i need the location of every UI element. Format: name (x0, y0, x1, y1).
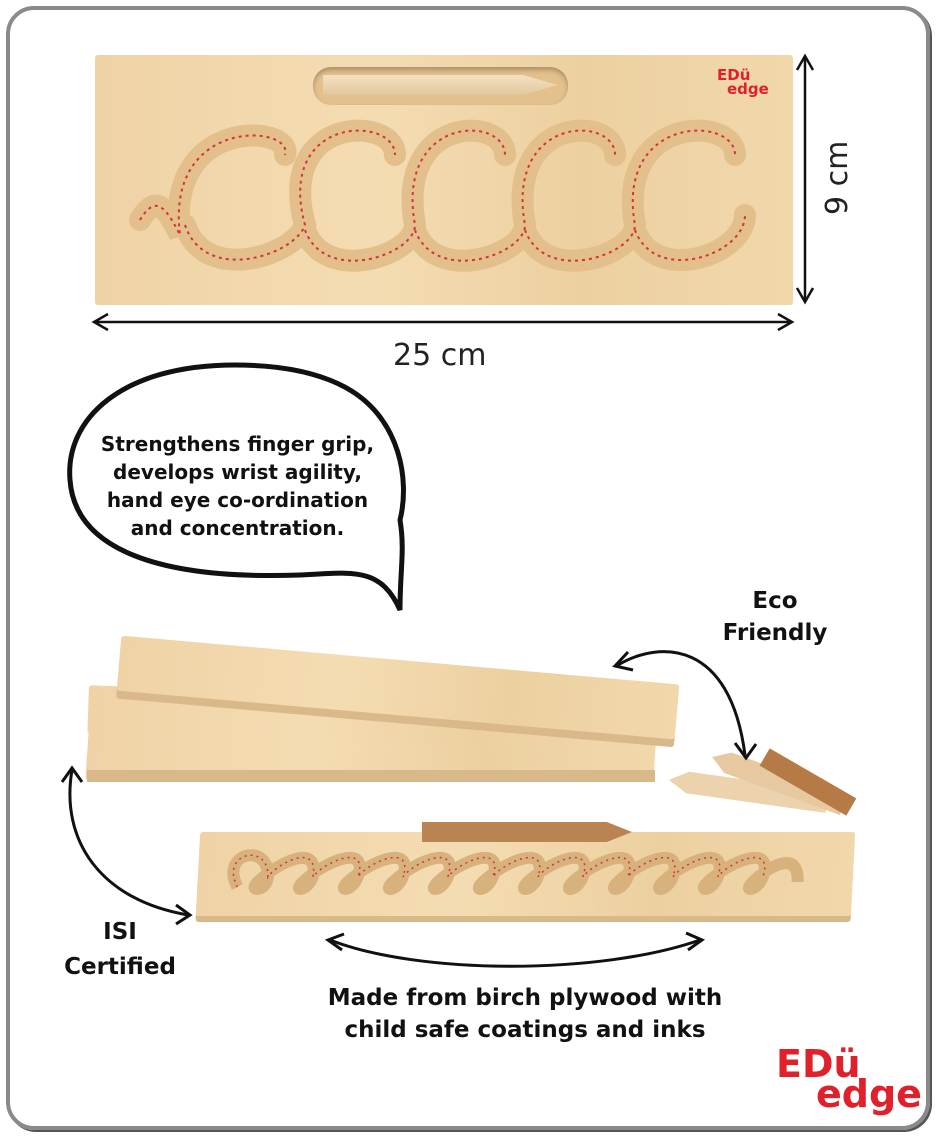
tracing-board-top: EDü edge (95, 55, 793, 305)
loop-curves (227, 849, 804, 895)
speech-bubble (67, 362, 406, 612)
tracing-curves (129, 119, 756, 272)
isi-certified-label: ISI Certified (64, 919, 176, 980)
logo-line1: EDü (776, 1042, 861, 1086)
logo-line2: edge (727, 79, 769, 98)
dimension-arrows (91, 53, 815, 332)
width-label: 25 cm (393, 338, 487, 373)
bubble-text: Strengthens finger grip, develops wrist … (100, 432, 375, 540)
pencil (323, 75, 558, 95)
brand-logo-small: EDü edge (717, 66, 769, 98)
board-edge (87, 770, 655, 782)
logo-line1: EDü (717, 66, 751, 84)
material-label: Made from birch plywood with child safe … (327, 985, 723, 1044)
eco-friendly-label: Eco Friendly (722, 588, 828, 647)
brand-logo-large: EDü edge (776, 1042, 922, 1117)
callout-arrows (60, 650, 758, 968)
image-frame (6, 6, 930, 1130)
tracing-board-bottom (195, 832, 856, 916)
logo-line2: edge (816, 1072, 922, 1117)
pencil-on-board (422, 822, 632, 842)
